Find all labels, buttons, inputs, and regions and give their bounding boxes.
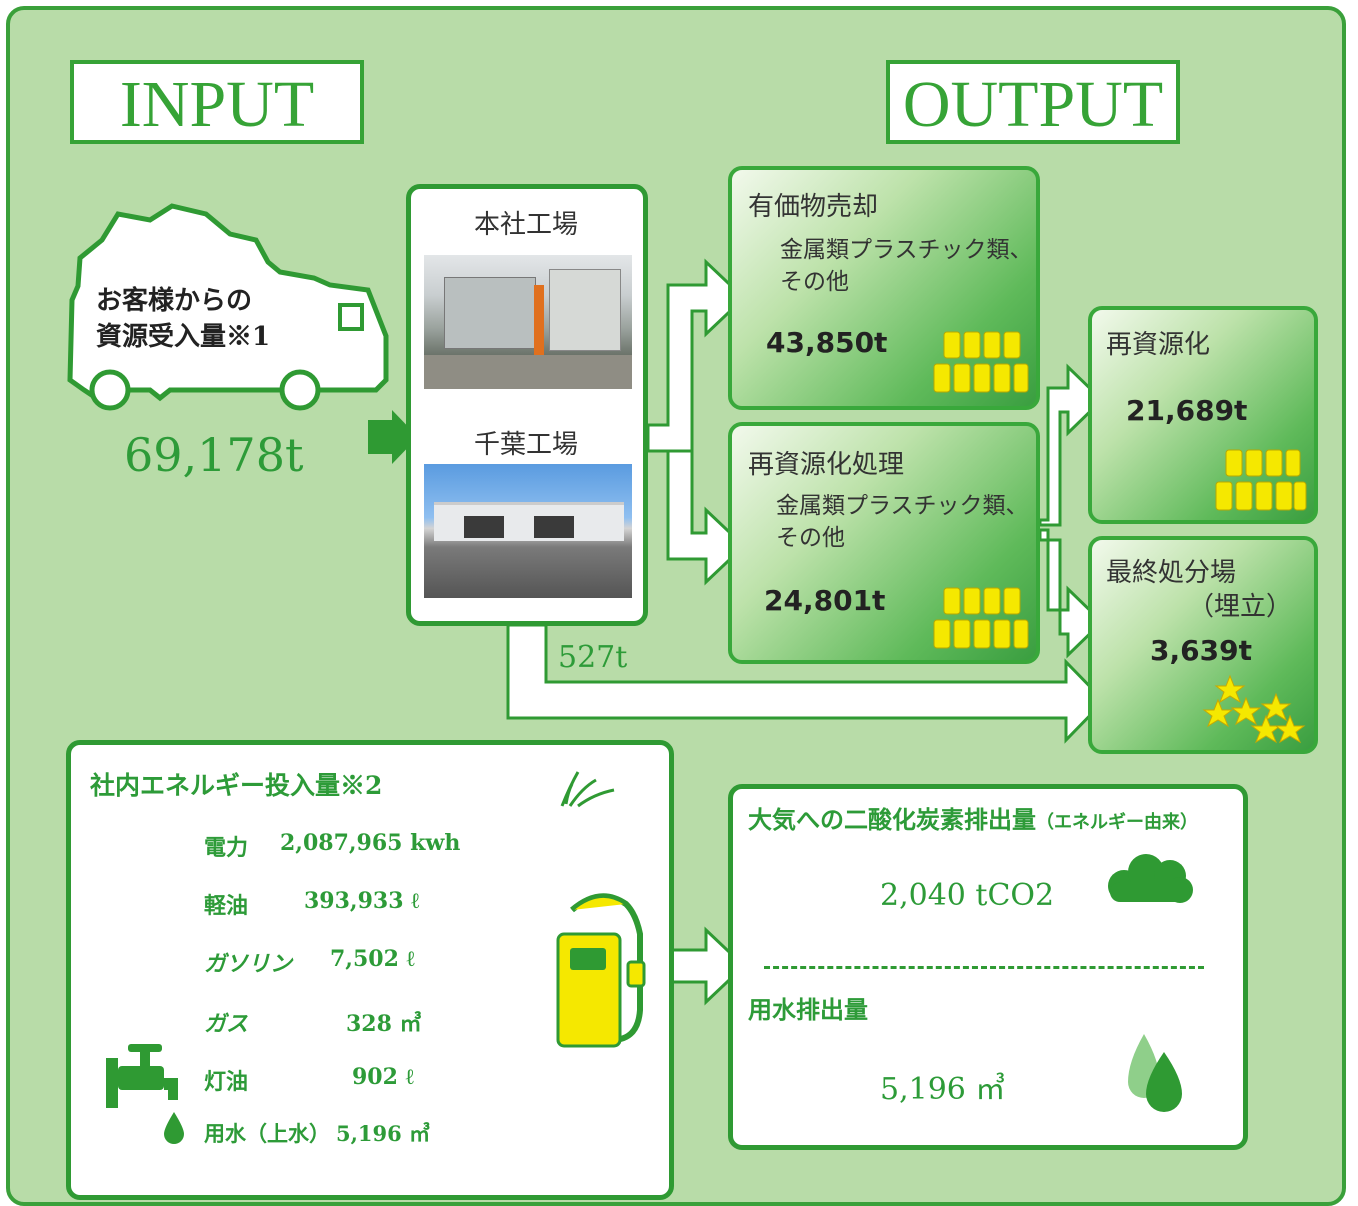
co2-value: 2,040 tCO2: [880, 878, 1055, 913]
output-title-text: OUTPUT: [902, 68, 1164, 141]
energy-item-value: 393,933 ℓ: [304, 888, 420, 914]
customer-amount: 69,178t: [124, 428, 304, 482]
recycling-process-amount: 24,801t: [764, 584, 886, 617]
co2-title-text: 大気への二酸化炭素排出量: [748, 805, 1036, 834]
stars-icon: [1202, 674, 1306, 744]
recycling-process-items-line1: 金属類プラスチック類、: [776, 493, 1029, 519]
valuables-amount: 43,850t: [766, 326, 888, 359]
energy-item-name: 軽油: [204, 893, 249, 919]
energy-item-value: 2,087,965 kwh: [280, 830, 461, 856]
energy-item-name: 電力: [204, 835, 249, 861]
cloud-icon: [1108, 854, 1193, 903]
valuables-items-line2: その他: [780, 269, 849, 295]
chiba-factory-label: 千葉工場: [474, 430, 579, 460]
energy-arrow-icon: [670, 926, 747, 1006]
energy-title: 社内エネルギー投入量※2: [90, 771, 383, 800]
co2-note: （エネルギー由来）: [1036, 812, 1198, 833]
water-value: 5,196 ㎥: [880, 1072, 1006, 1107]
water-drop-icon: [1128, 1034, 1182, 1112]
input-arrow-icon: [368, 410, 418, 464]
energy-item-value: 902 ℓ: [352, 1064, 414, 1090]
direct-landfill-amount: 527t: [558, 640, 628, 675]
fuel-pump-icon: [556, 893, 646, 1048]
gold-bars-icon: [1215, 449, 1307, 511]
grass-icon: [560, 771, 615, 808]
valuables-title: 有価物売却: [748, 192, 879, 222]
recycle-arrow-top-icon: [1038, 363, 1105, 527]
input-title-text: INPUT: [119, 68, 315, 141]
head-office-factory-label: 本社工場: [474, 210, 579, 240]
customer-label-line1: お客様からの: [96, 286, 253, 316]
head-office-factory-photo: [424, 255, 632, 389]
energy-item-name: ガソリン: [204, 951, 293, 977]
landfill-box: [1088, 536, 1318, 754]
gold-bars-icon: [933, 587, 1029, 649]
recycled-title: 再資源化: [1106, 330, 1211, 360]
customer-label-line2: 資源受入量※1: [96, 322, 271, 352]
recycled-amount: 21,689t: [1126, 394, 1248, 427]
recycling-process-items-line2: その他: [776, 525, 845, 551]
recycling-process-title: 再資源化処理: [748, 450, 905, 480]
energy-item-value: 5,196 ㎥: [336, 1121, 431, 1146]
recycle-arrow-bottom-icon: [1038, 528, 1105, 659]
landfill-subtitle: （埋立）: [1188, 592, 1293, 622]
co2-title: 大気への二酸化炭素排出量（エネルギー由来）: [748, 800, 1198, 835]
landfill-amount: 3,639t: [1150, 634, 1252, 667]
gold-bars-icon: [933, 331, 1029, 393]
energy-item-name: ガス: [204, 1011, 249, 1037]
emissions-divider: [764, 966, 1204, 969]
energy-item-value: 7,502 ℓ: [330, 946, 415, 972]
valuables-items-line1: 金属類プラスチック類、: [780, 237, 1033, 263]
energy-item-name: 用水（上水）: [204, 1121, 330, 1146]
direct-landfill-arrow-icon: [506, 623, 1107, 744]
energy-item-value: 328 ㎥: [346, 1011, 422, 1037]
faucet-icon: [106, 1044, 184, 1144]
chiba-factory-photo: [424, 464, 632, 598]
input-title: INPUT: [70, 60, 364, 144]
energy-item-name: 灯油: [204, 1069, 249, 1095]
output-title: OUTPUT: [886, 60, 1180, 144]
split-arrow-bottom-icon: [666, 449, 747, 586]
water-title: 用水排出量: [748, 995, 868, 1024]
landfill-title: 最終処分場: [1106, 558, 1237, 588]
